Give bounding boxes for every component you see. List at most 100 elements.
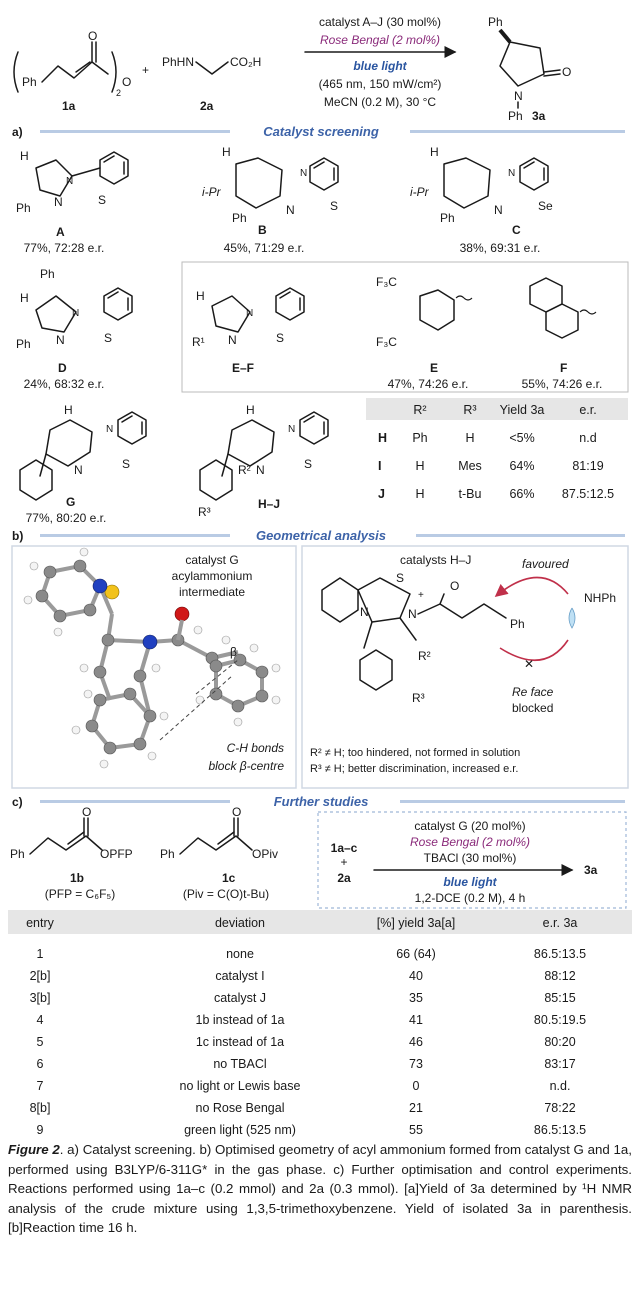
- svg-text:OPiv: OPiv: [252, 847, 278, 861]
- catalyst-H-J-structure: H N S N R² R³ H–J: [198, 403, 329, 519]
- svg-text:Mes: Mes: [458, 459, 482, 473]
- svg-text:n.d: n.d: [579, 431, 596, 445]
- svg-text:35: 35: [409, 991, 423, 1005]
- svg-text:N: N: [514, 89, 523, 103]
- svg-text:green light (525 nm): green light (525 nm): [184, 1123, 296, 1137]
- table-row: 5 1c instead of 1a 46 80:20: [37, 1035, 576, 1049]
- svg-text:catalyst J: catalyst J: [214, 991, 266, 1005]
- svg-text:H: H: [20, 291, 29, 305]
- condition-photocatalyst: Rose Bengal (2 mol%): [320, 33, 440, 47]
- section-a-header: a) Catalyst screening: [12, 124, 625, 139]
- nitrogen-atom: [142, 634, 158, 650]
- svg-text:81:19: 81:19: [572, 459, 603, 473]
- catalyst-C-structure: H N Se N i-Pr Ph C 38%, 69:31 e.r.: [410, 145, 553, 255]
- svg-text:1b: 1b: [70, 871, 84, 885]
- svg-text:R¹: R¹: [192, 335, 205, 349]
- svg-text:e.r.: e.r.: [579, 403, 596, 417]
- svg-text:catalyst G: catalyst G: [185, 553, 238, 567]
- geometry-3d-panel: catalyst G acylammonium intermediate: [11, 545, 297, 789]
- table-row: 1 none 66 (64) 86.5:13.5: [37, 947, 587, 961]
- svg-text:A: A: [56, 225, 65, 239]
- carbon-atoms: [35, 559, 269, 755]
- svg-text:S: S: [276, 331, 284, 345]
- svg-text:88:12: 88:12: [544, 969, 575, 983]
- svg-text:intermediate: intermediate: [179, 585, 245, 599]
- optimisation-table: entry deviation [%] yield 3a[a] e.r. 3a …: [8, 910, 632, 1137]
- svg-text:entry: entry: [26, 916, 55, 930]
- anhydride-1a-structure: Ph O 2 O 1a: [13, 29, 131, 113]
- svg-text:H: H: [64, 403, 73, 417]
- svg-text:H: H: [378, 431, 387, 445]
- svg-text:R²: R²: [418, 649, 431, 663]
- svg-text:D: D: [58, 361, 67, 375]
- catalyst-F-result: 55%, 74:26 e.r.: [522, 377, 603, 391]
- svg-text:3[b]: 3[b]: [30, 991, 51, 1005]
- svg-text:no light or Lewis base: no light or Lewis base: [180, 1079, 301, 1093]
- svg-text:C-H bonds: C-H bonds: [227, 741, 284, 755]
- svg-text:N: N: [228, 333, 237, 347]
- svg-text:4: 4: [37, 1013, 44, 1027]
- label-E-F: E–F: [232, 361, 254, 375]
- svg-text:N: N: [508, 168, 515, 179]
- further-conditions-box: 1a–c + 2a catalyst G (20 mol%) Rose Beng…: [317, 811, 627, 909]
- svg-text:S: S: [304, 457, 312, 471]
- svg-text:R² ≠ H; too hindered, not form: R² ≠ H; too hindered, not formed in solu…: [310, 747, 520, 759]
- svg-text:R²: R²: [238, 463, 251, 477]
- svg-text:F₃C: F₃C: [376, 335, 397, 349]
- svg-text:(Piv = C(O)t-Bu): (Piv = C(O)t-Bu): [183, 887, 269, 901]
- svg-text:64%: 64%: [509, 459, 534, 473]
- svg-text:G: G: [66, 495, 75, 509]
- svg-text:66 (64): 66 (64): [396, 947, 436, 961]
- label-1a: 1a: [62, 99, 76, 113]
- svg-text:no TBACl: no TBACl: [213, 1057, 266, 1071]
- table-row: 4 1b instead of 1a 41 80.5:19.5: [37, 1013, 587, 1027]
- hj-table-row: H Ph H <5% n.d: [378, 431, 597, 445]
- table-row: 6 no TBACl 73 83:17: [37, 1057, 576, 1071]
- nitrogen-atom: [92, 578, 108, 594]
- svg-text:Ph: Ph: [412, 431, 427, 445]
- svg-text:N: N: [66, 176, 73, 187]
- svg-text:N: N: [360, 605, 369, 619]
- svg-text:N: N: [74, 463, 83, 477]
- svg-text:Ph: Ph: [488, 15, 503, 29]
- svg-text:catalysts H–J: catalysts H–J: [400, 553, 471, 567]
- hj-table-row: J H t-Bu 66% 87.5:12.5: [378, 487, 614, 501]
- svg-text:N: N: [286, 203, 295, 217]
- ball-and-stick-model: [23, 547, 281, 769]
- svg-text:I: I: [378, 459, 381, 473]
- svg-text:0: 0: [413, 1079, 420, 1093]
- svg-text:i-Pr: i-Pr: [410, 185, 430, 199]
- condition-solvent: MeCN (0.2 M), 30 °C: [324, 95, 436, 109]
- svg-text:N: N: [106, 424, 113, 435]
- svg-text:Yield 3a: Yield 3a: [500, 403, 545, 417]
- svg-text:CO₂H: CO₂H: [230, 55, 261, 69]
- svg-text:no Rose Bengal: no Rose Bengal: [196, 1101, 285, 1115]
- svg-text:catalyst G (20 mol%): catalyst G (20 mol%): [414, 819, 525, 833]
- product-3a-structure: Ph O N Ph 3a: [488, 15, 571, 123]
- svg-text:Geometrical analysis: Geometrical analysis: [256, 528, 386, 543]
- catalyst-D-result: 24%, 68:32 e.r.: [24, 377, 105, 391]
- svg-text:R³ ≠ H; better discrimination,: R³ ≠ H; better discrimination, increased…: [310, 763, 518, 775]
- svg-text:2[b]: 2[b]: [30, 969, 51, 983]
- svg-text:Se: Se: [538, 199, 553, 213]
- svg-text:86.5:13.5: 86.5:13.5: [534, 1123, 586, 1137]
- svg-text:acylammonium: acylammonium: [172, 569, 253, 583]
- svg-text:6: 6: [37, 1057, 44, 1071]
- svg-text:8[b]: 8[b]: [30, 1101, 51, 1115]
- svg-text:O: O: [450, 579, 459, 593]
- svg-text:2: 2: [116, 88, 121, 98]
- svg-text:S: S: [98, 193, 106, 207]
- svg-text:85:15: 85:15: [544, 991, 575, 1005]
- svg-text:OPFP: OPFP: [100, 847, 133, 861]
- svg-text:2a: 2a: [337, 871, 351, 885]
- svg-text:F: F: [560, 361, 567, 375]
- svg-text:deviation: deviation: [215, 916, 265, 930]
- svg-text:S: S: [396, 571, 404, 585]
- svg-text:favoured: favoured: [522, 557, 569, 571]
- svg-text:R³: R³: [412, 691, 425, 705]
- catalyst-C-result: 38%, 69:31 e.r.: [460, 241, 541, 255]
- svg-text:H: H: [430, 145, 439, 159]
- condition-light: blue light: [353, 59, 407, 73]
- svg-text:Ph: Ph: [232, 211, 247, 225]
- svg-text:O: O: [82, 805, 91, 819]
